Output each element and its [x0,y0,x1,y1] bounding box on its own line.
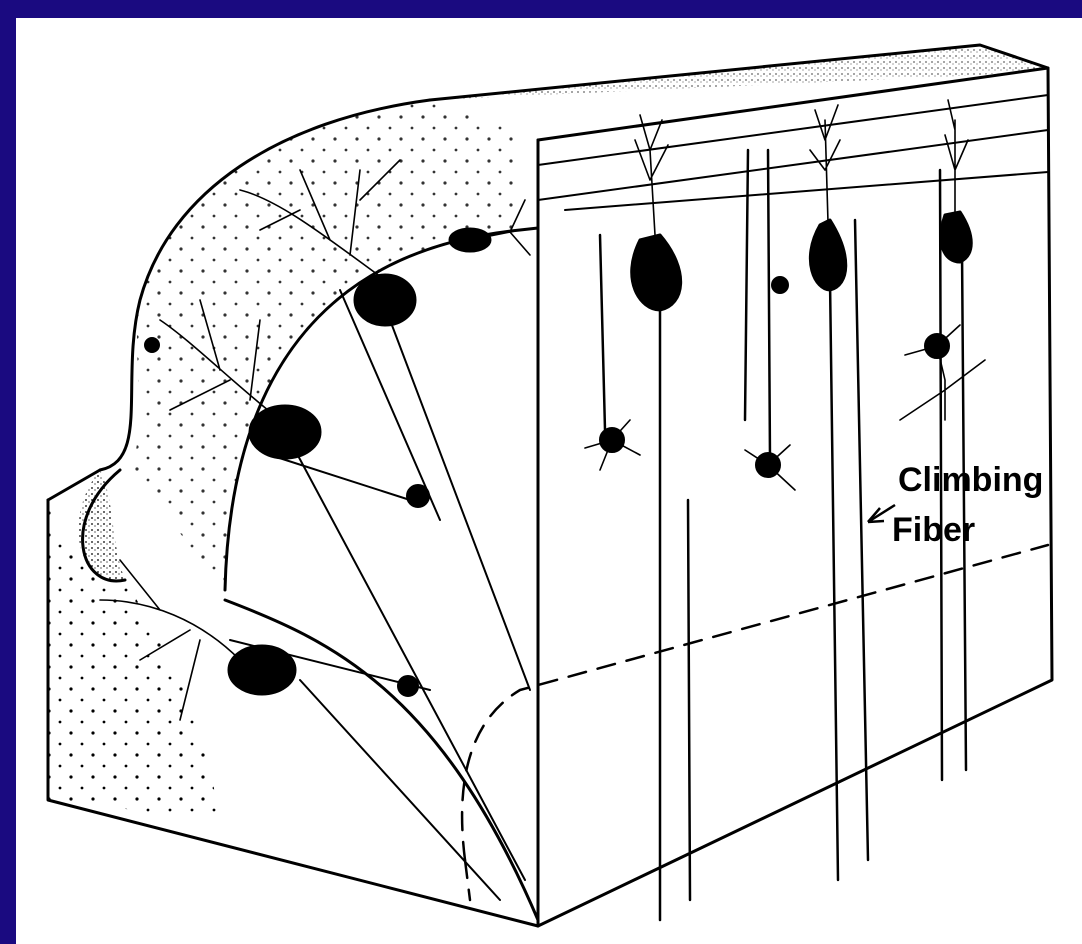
arrow-icon [868,505,895,522]
radiating-fibers [230,290,530,900]
parallel-fibers [538,95,1048,210]
climbing-fiber-label-line1: Climbing [898,463,1043,497]
climbing-fiber-label-line2: Fiber [892,513,975,547]
climbing-fiber-dashed [462,545,1048,860]
